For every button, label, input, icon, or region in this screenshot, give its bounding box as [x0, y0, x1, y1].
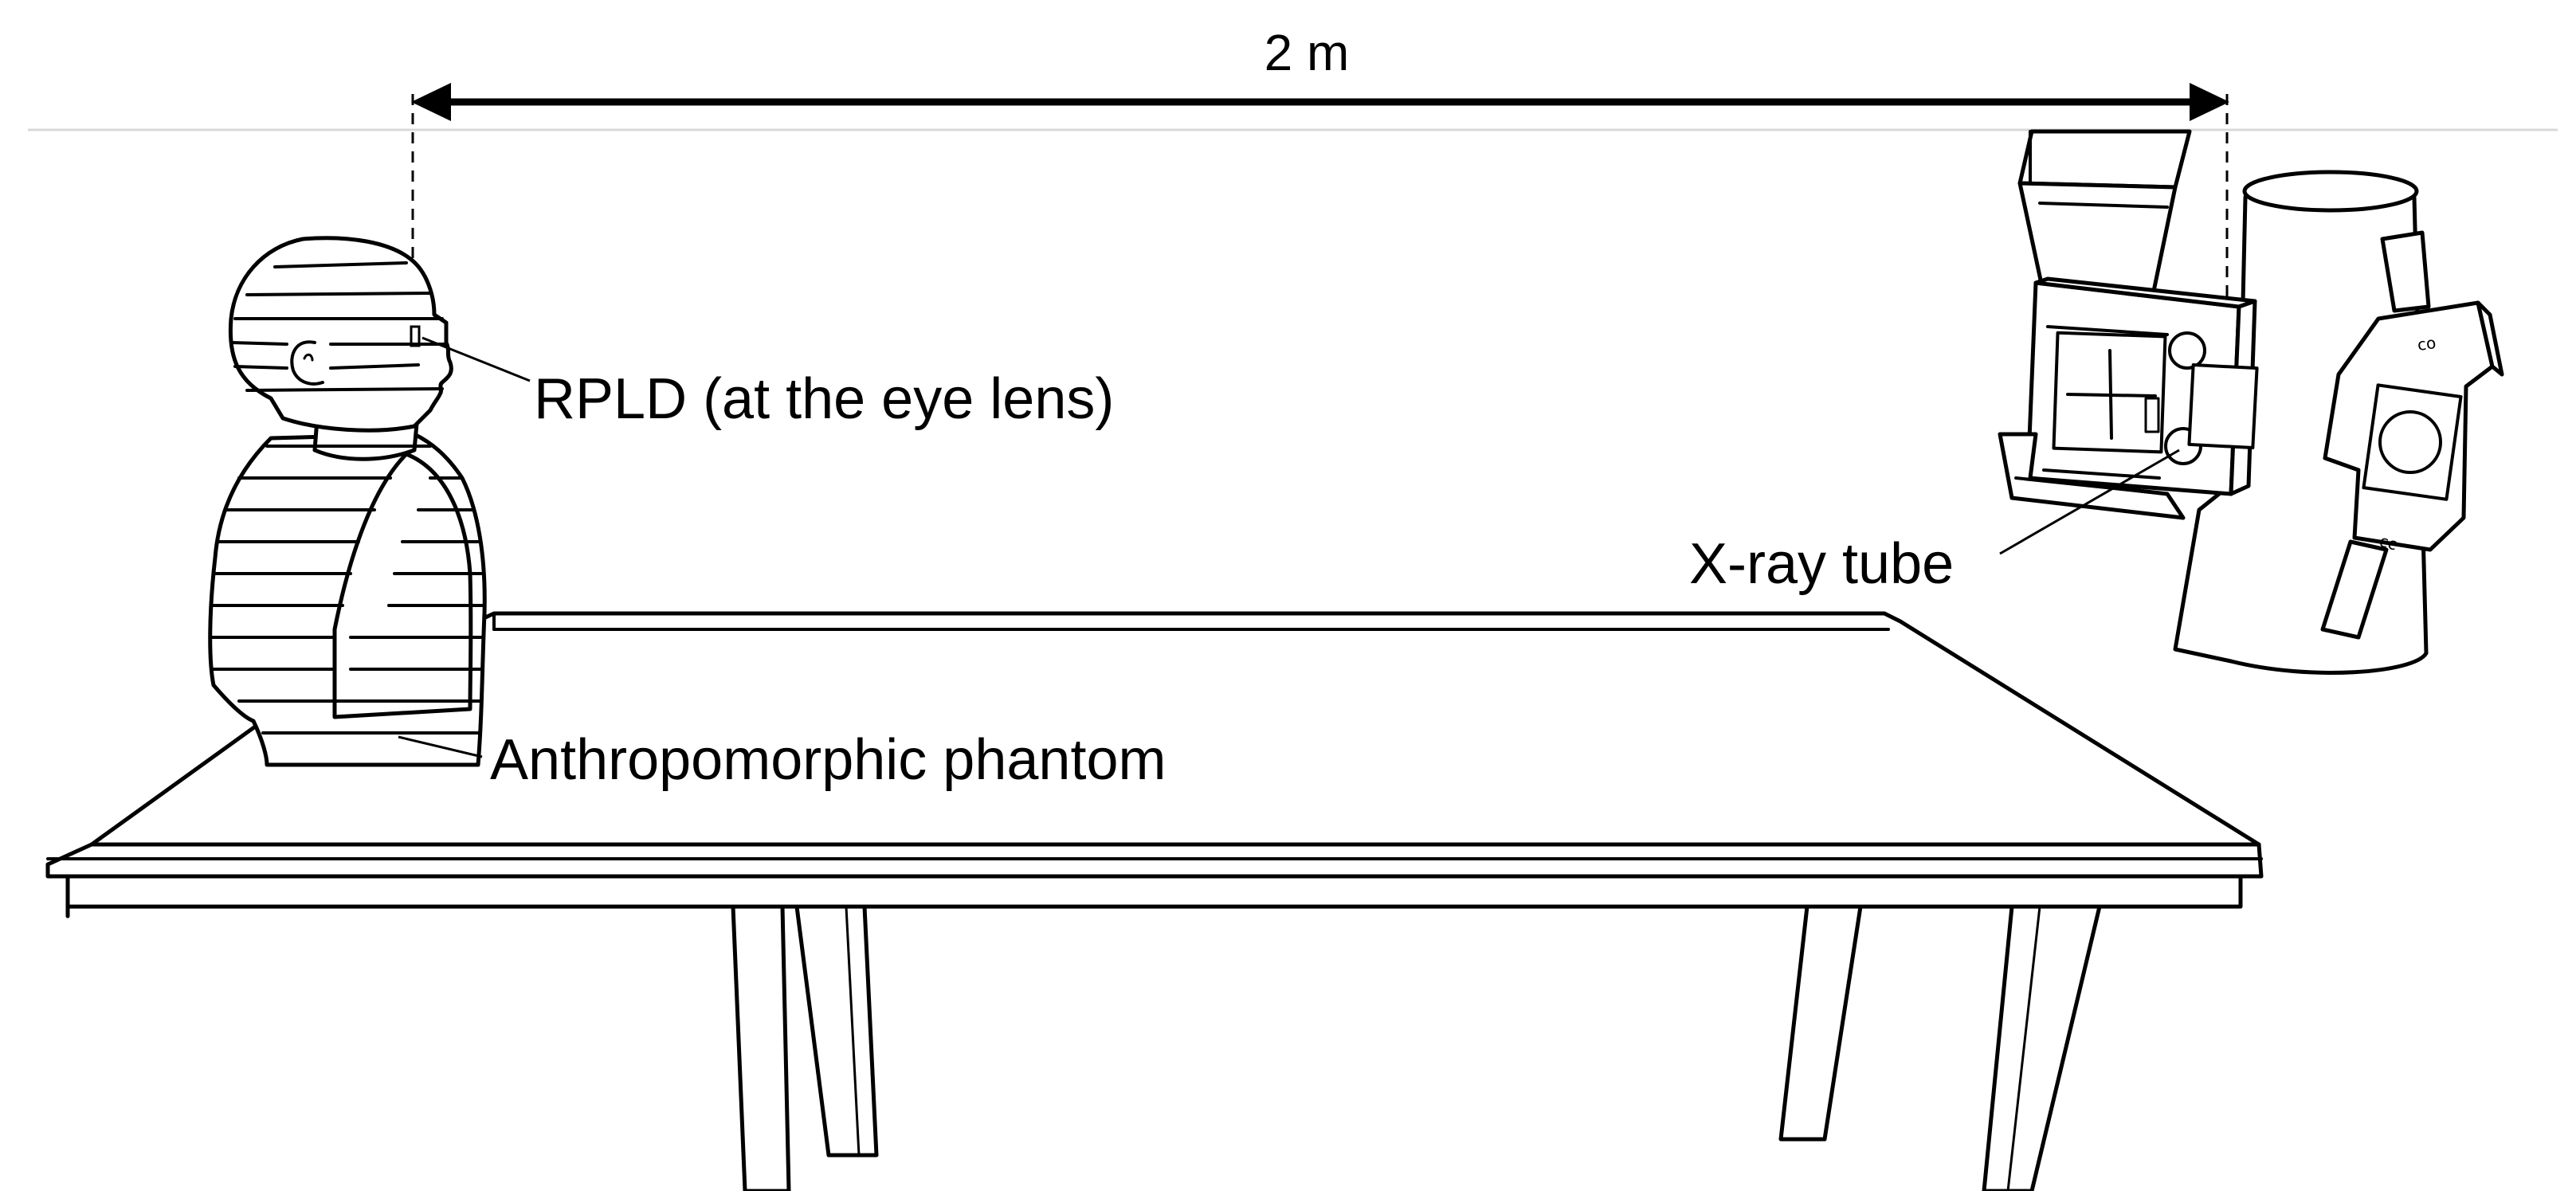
svg-text:co: co	[2416, 333, 2437, 355]
x-ray-tube-label: X-ray tube	[1689, 532, 1954, 596]
x-ray-support-column	[2017, 129, 2192, 190]
x-ray-tube-assembly: co cc	[1998, 129, 2504, 675]
table	[45, 611, 2264, 1191]
phantom-leader-line	[398, 735, 483, 758]
phantom-label: Anthropomorphic phantom	[490, 728, 1166, 792]
x-ray-collimator	[2025, 276, 2259, 496]
x-ray-handle	[1998, 432, 2186, 520]
anthropomorphic-phantom	[208, 236, 531, 767]
phantom-head-slices	[229, 261, 448, 392]
phantom-torso-slices	[210, 445, 485, 735]
table-legs	[731, 904, 2102, 1191]
x-ray-tube-housing: co cc	[2320, 230, 2504, 640]
phantom-head	[228, 236, 453, 433]
rpld-label: RPLD (at the eye lens)	[534, 367, 1114, 431]
x-ray-tube-leader-line	[1999, 449, 2180, 555]
dimension-label: 2 m	[1264, 24, 1350, 81]
rpld-leader-line	[421, 336, 531, 382]
dimension-arrowhead-right	[2190, 83, 2229, 121]
dimension-arrowhead-left	[411, 83, 451, 121]
